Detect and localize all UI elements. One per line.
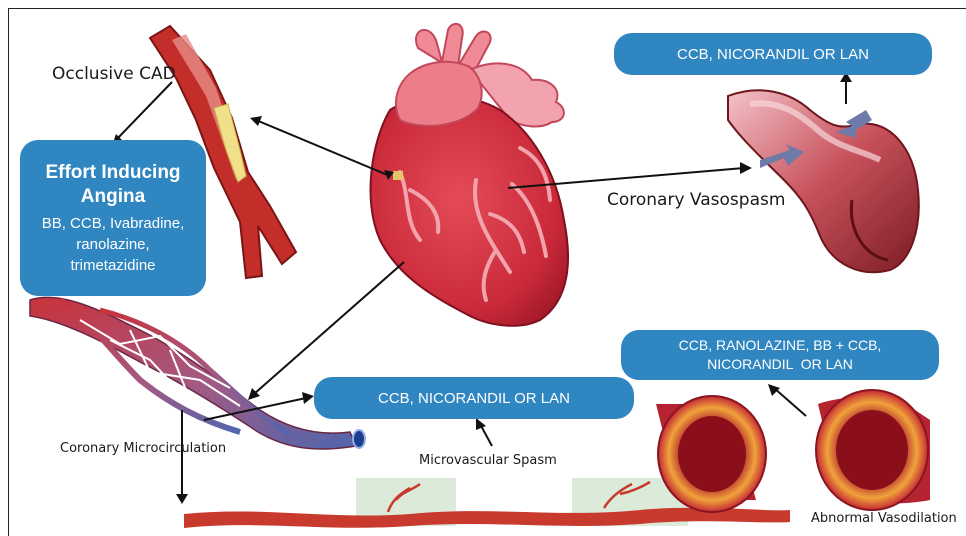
abnormal-vasodilation-label: Abnormal Vasodilation (811, 511, 957, 526)
microvascular-treatment-text: CCB, NICORANDIL OR LAN (378, 390, 570, 407)
effort-angina-drugs-line1: BB, CCB, Ivabradine, (42, 213, 185, 234)
microvascular-treatment-box: CCB, NICORANDIL OR LAN (314, 377, 634, 419)
arrow-cad-to-effort-box (112, 82, 172, 146)
vasospasm-treatment-text: CCB, NICORANDIL OR LAN (677, 46, 869, 63)
effort-angina-title-line1: Effort Inducing (45, 161, 180, 185)
heart-illustration (371, 24, 569, 326)
occlusive-cad-label: Occlusive CAD (52, 64, 176, 84)
arrow-microcirculation-down (176, 410, 188, 504)
coronary-vasospasm-label: Coronary Vasospasm (607, 190, 785, 210)
microvascular-spasm-label: Microvascular Spasm (419, 453, 557, 468)
vasodilation-vessels-illustration (656, 390, 930, 512)
vasospasm-treatment-box: CCB, NICORANDIL OR LAN (614, 33, 932, 75)
vasodilation-treatment-line2: NICORANDIL OR LAN (707, 355, 853, 374)
arrow-vasospasm-to-box (840, 72, 852, 104)
effort-angina-drugs-line3: trimetazidine (70, 255, 155, 276)
arrow-spasm-to-box (476, 418, 492, 446)
effort-angina-drugs-line2: ranolazine, (76, 234, 149, 255)
vasospasm-artery-illustration (728, 90, 919, 272)
coronary-microcirculation-label: Coronary Microcirculation (60, 441, 226, 456)
vasodilation-treatment-box: CCB, RANOLAZINE, BB + CCB, NICORANDIL OR… (621, 330, 939, 380)
effort-angina-box: Effort Inducing Angina BB, CCB, Ivabradi… (20, 140, 206, 296)
vasodilation-treatment-line1: CCB, RANOLAZINE, BB + CCB, (679, 336, 882, 355)
microcirculation-illustration (30, 297, 365, 449)
arrow-vasodilation-to-box (768, 384, 806, 416)
effort-angina-title-line2: Angina (81, 185, 145, 209)
